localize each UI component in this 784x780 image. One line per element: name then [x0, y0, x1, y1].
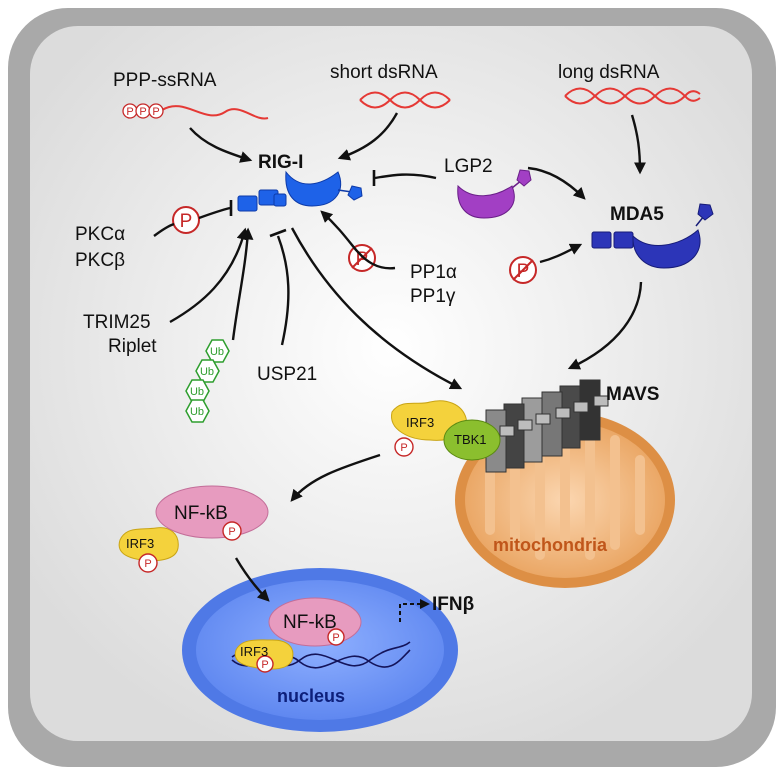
label-nfkb-cytoplasm: NF-kB: [174, 503, 228, 524]
label-pkcb: PKCβ: [75, 250, 125, 271]
label-ppp-ssrna: PPP-ssRNA: [113, 70, 217, 91]
phospho-irf3-mito-glyph: P: [400, 442, 407, 454]
ubiquitin-labels: Ub Ub Ub Ub: [190, 346, 224, 418]
nucleus: [182, 568, 458, 732]
label-mitochondria: mitochondria: [493, 535, 608, 555]
label-trim25: TRIM25: [83, 312, 151, 333]
ubiquitin-chain: [185, 339, 230, 423]
label-nfkb-nucleus: NF-kB: [283, 612, 337, 633]
irf3-tbk1-complex: P: [391, 400, 501, 461]
phospho-pkc-glyph: P: [180, 211, 193, 232]
ppp-ssrna-strand: [161, 105, 269, 120]
nfkb-irf3-cytoplasm: P P: [118, 485, 269, 573]
phospho-marker-pp1-rigi: P: [348, 244, 376, 272]
label-irf3-cytoplasm: IRF3: [126, 536, 154, 551]
ub-glyph-3: Ub: [190, 386, 204, 398]
label-mda5: MDA5: [610, 204, 664, 225]
lgp2-protein: [457, 169, 532, 219]
label-pp1g: PP1γ: [410, 286, 456, 307]
label-irf3-mito: IRF3: [406, 415, 434, 430]
ub-glyph-1: Ub: [210, 346, 224, 358]
phospho-marker-pkc: P: [172, 206, 200, 234]
phospho-nfkb-nuclear-glyph: P: [332, 632, 339, 644]
label-lgp2: LGP2: [444, 156, 493, 177]
label-rigi: RIG-I: [258, 152, 303, 173]
rigi-protein: [237, 170, 363, 212]
label-usp21: USP21: [257, 364, 317, 385]
ub-glyph-2: Ub: [200, 366, 214, 378]
label-irf3-nucleus: IRF3: [240, 644, 268, 659]
phospho-nfkb-glyph: P: [228, 526, 235, 538]
label-nucleus: nucleus: [277, 686, 345, 706]
ppp-glyph-1: P: [126, 106, 133, 118]
phospho-irf3-nuclear-glyph: P: [261, 659, 268, 671]
mda5-protein: [591, 203, 714, 269]
nfkb-irf3-nuclear: P P: [234, 597, 362, 673]
phospho-marker-pp1-mda5: P: [509, 256, 537, 284]
label-pkca: PKCα: [75, 224, 125, 245]
label-mavs: MAVS: [606, 384, 659, 405]
label-long-dsrna: long dsRNA: [558, 62, 660, 83]
ppp-glyph-3: P: [152, 106, 159, 118]
triphosphate-group: P P P: [122, 103, 164, 119]
label-riplet: Riplet: [108, 336, 157, 357]
label-pp1a: PP1α: [410, 262, 457, 283]
ppp-glyph-2: P: [139, 106, 146, 118]
label-short-dsrna: short dsRNA: [330, 62, 438, 83]
long-dsrna-helix: [564, 87, 701, 105]
interaction-arrows: [153, 112, 646, 622]
short-dsrna-helix: [359, 91, 451, 109]
phospho-irf3-cyto-glyph: P: [144, 558, 151, 570]
ub-glyph-4: Ub: [190, 406, 204, 418]
label-tbk1: TBK1: [454, 432, 487, 447]
label-ifnb: IFNβ: [432, 594, 474, 615]
mavs-aggregate: [485, 379, 609, 473]
